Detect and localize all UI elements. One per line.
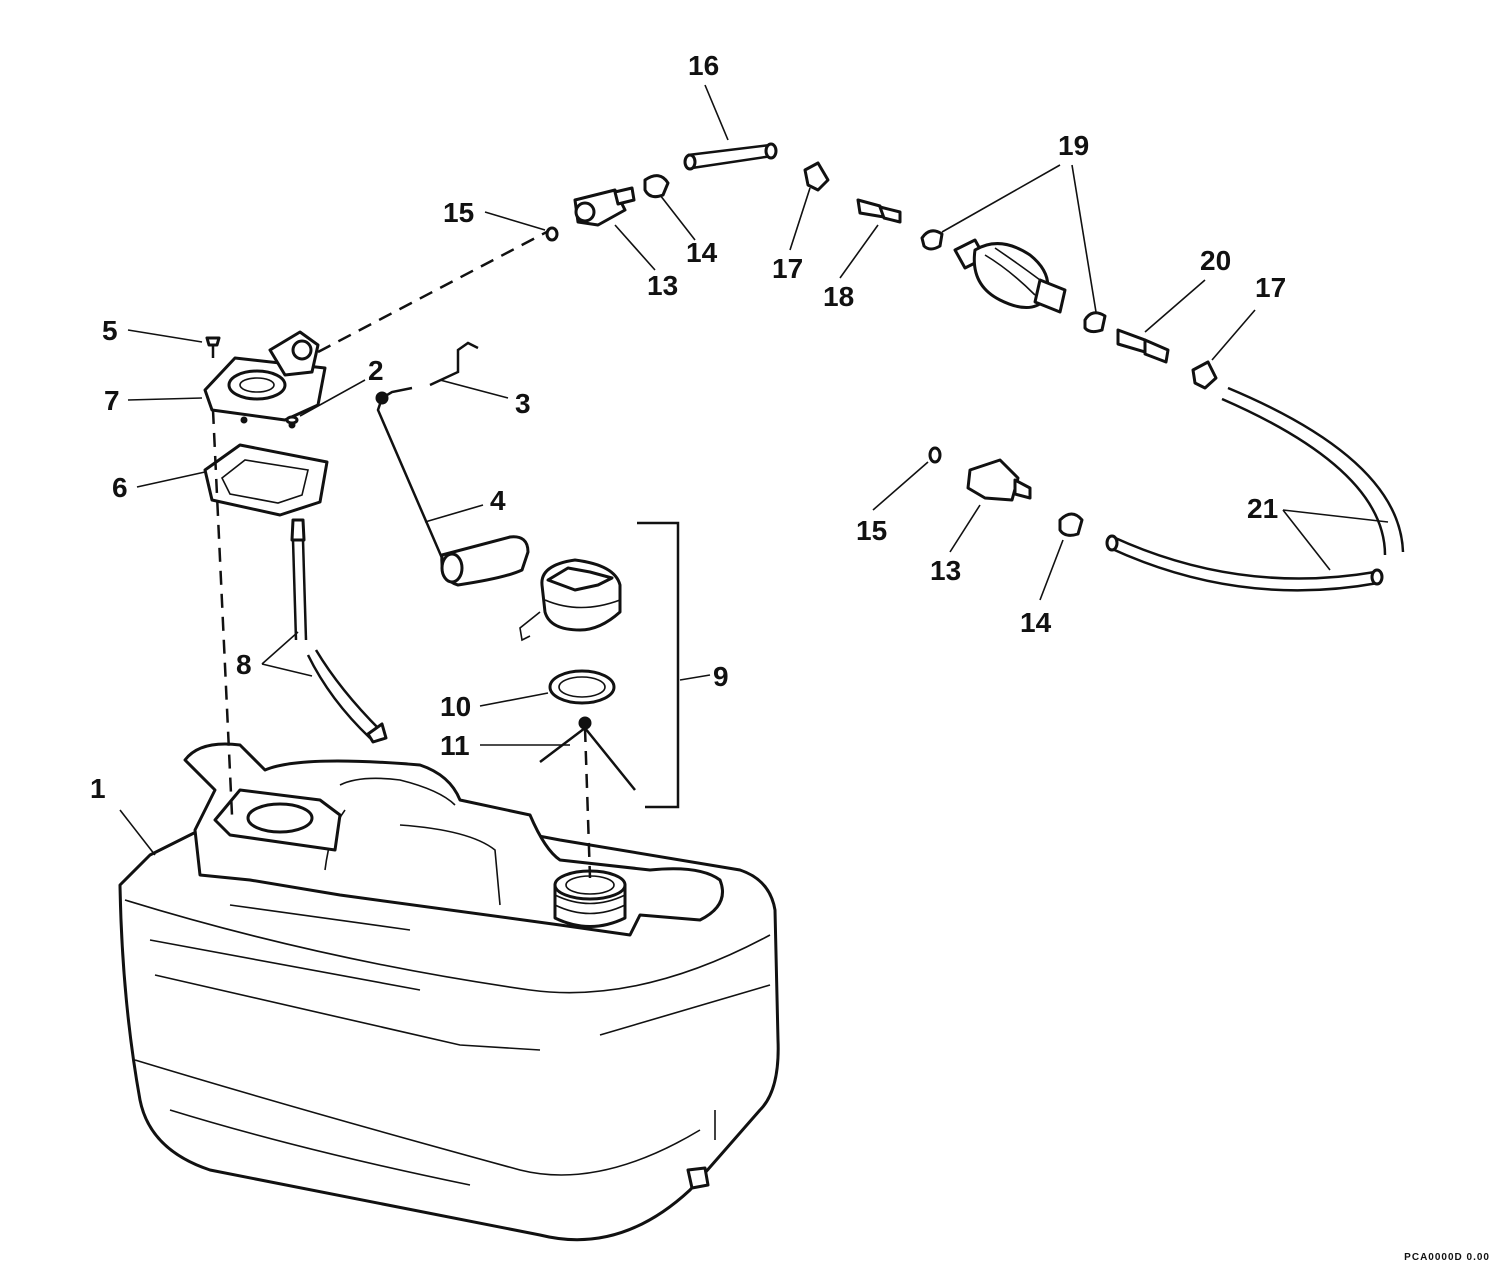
callout-9: 9 (713, 661, 729, 692)
connector-upper (573, 186, 636, 227)
pickup-tube (290, 518, 388, 744)
fuel-gauge-plate (203, 330, 327, 429)
callout-20: 20 (1200, 245, 1231, 276)
gauge-screw (205, 336, 221, 358)
clamp-19b (1083, 311, 1107, 334)
fuel-cap (519, 558, 622, 642)
callout-15-upper: 15 (443, 197, 474, 228)
callout-2: 2 (368, 355, 384, 386)
callout-19: 19 (1058, 130, 1089, 161)
callout-13-lower: 13 (930, 555, 961, 586)
callout-1: 1 (90, 773, 106, 804)
leader-lines (119, 84, 1389, 856)
callout-15-lower: 15 (856, 515, 887, 546)
cap-group-bracket (637, 521, 680, 809)
callout-11: 11 (440, 730, 470, 761)
callout-10: 10 (440, 691, 471, 722)
callout-14-lower: 14 (1020, 607, 1052, 638)
connector-lower (966, 458, 1032, 502)
cap-retainer (539, 716, 636, 791)
callout-14-upper: 14 (686, 237, 718, 268)
callout-13-upper: 13 (647, 270, 678, 301)
hose-clamp-upper (643, 174, 670, 199)
cap-o-ring (548, 669, 616, 705)
callout-3: 3 (515, 388, 531, 419)
hose-long (1105, 386, 1405, 592)
callout-17-right: 17 (1255, 272, 1286, 303)
clamp-19a (920, 229, 944, 251)
callout-4: 4 (490, 485, 506, 516)
callout-8: 8 (236, 649, 252, 680)
drawing-reference-code: PCA0000D 0.00 (1404, 1252, 1490, 1263)
o-ring-lower (928, 446, 942, 464)
callout-21: 21 (1247, 493, 1278, 524)
hose-short (683, 142, 778, 171)
washer (285, 415, 299, 425)
float-arm (375, 386, 530, 587)
gauge-gasket (203, 443, 329, 517)
callout-17-left: 17 (772, 253, 803, 284)
callout-6: 6 (112, 472, 128, 503)
fitting-20 (1116, 328, 1170, 364)
callout-7: 7 (104, 385, 120, 416)
fuel-tank-body (118, 742, 780, 1242)
hose-fitting (856, 198, 902, 224)
hose-clamp-17a (803, 161, 830, 192)
callout-5: 5 (102, 315, 118, 346)
tank-filler-neck (553, 869, 627, 928)
hose-clamp-17b (1191, 360, 1218, 390)
callout-16: 16 (688, 50, 719, 81)
hose-clamp-lower (1058, 512, 1084, 537)
o-ring-upper (545, 226, 559, 242)
float-clip (429, 341, 479, 387)
callout-18: 18 (823, 281, 854, 312)
primer-bulb (953, 238, 1067, 314)
